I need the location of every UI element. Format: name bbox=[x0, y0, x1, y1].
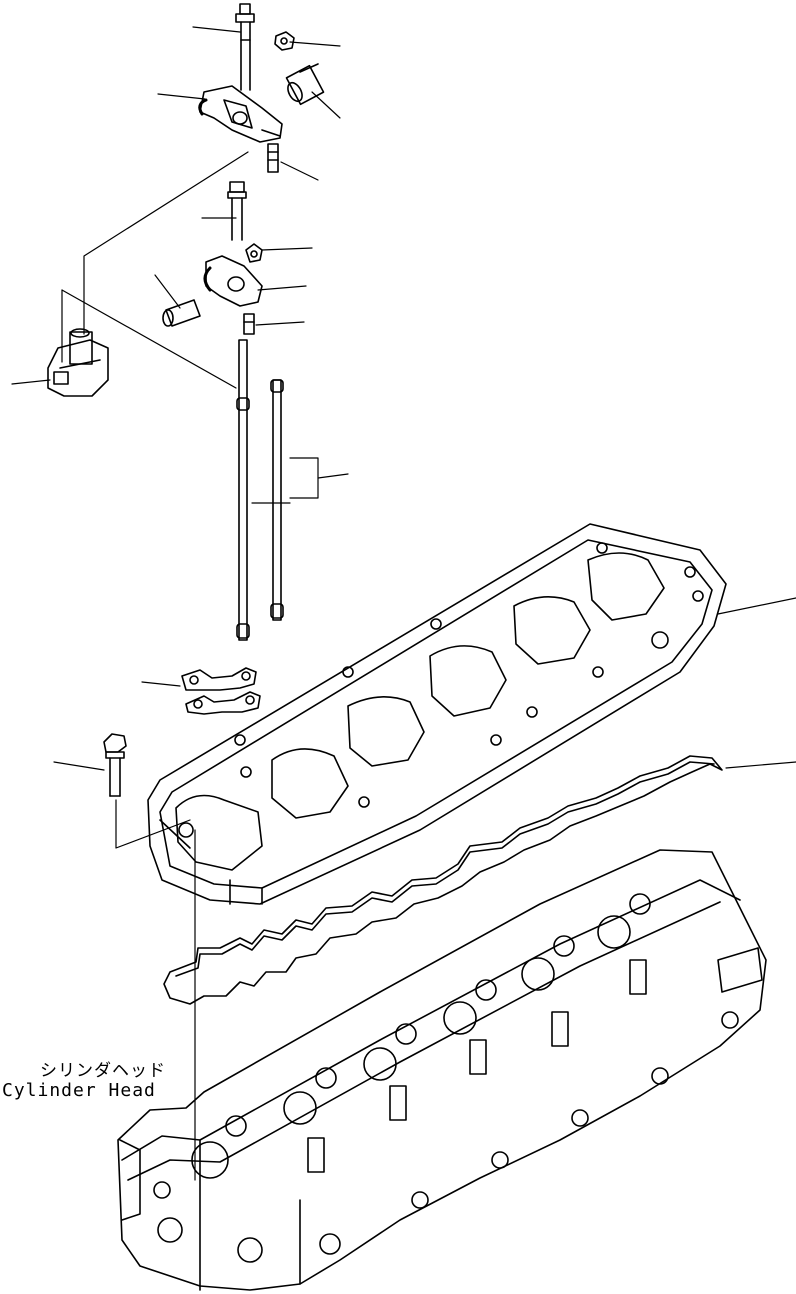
rocker-housing bbox=[147, 523, 727, 905]
cover-bolt bbox=[103, 733, 127, 797]
lower-rocker-lever bbox=[203, 255, 263, 307]
upper-bolt bbox=[235, 3, 255, 91]
clamps bbox=[181, 667, 261, 715]
upper-pin bbox=[285, 63, 325, 106]
lower-bolt bbox=[227, 181, 247, 241]
lower-pin bbox=[162, 299, 201, 327]
cylinder-head bbox=[117, 849, 767, 1291]
gasket bbox=[163, 755, 723, 1005]
sensor-block bbox=[47, 328, 109, 397]
pushrods bbox=[236, 339, 284, 641]
upper-rocker-lever bbox=[198, 85, 283, 143]
lower-nut bbox=[245, 243, 263, 263]
leader-lines bbox=[11, 26, 796, 1181]
lower-adjust-screw bbox=[243, 313, 255, 335]
upper-adjust-screw bbox=[267, 143, 279, 173]
label-en: Cylinder Head bbox=[2, 1080, 156, 1101]
upper-nut bbox=[274, 31, 295, 51]
label-jp: シリンダヘッド bbox=[40, 1061, 166, 1081]
